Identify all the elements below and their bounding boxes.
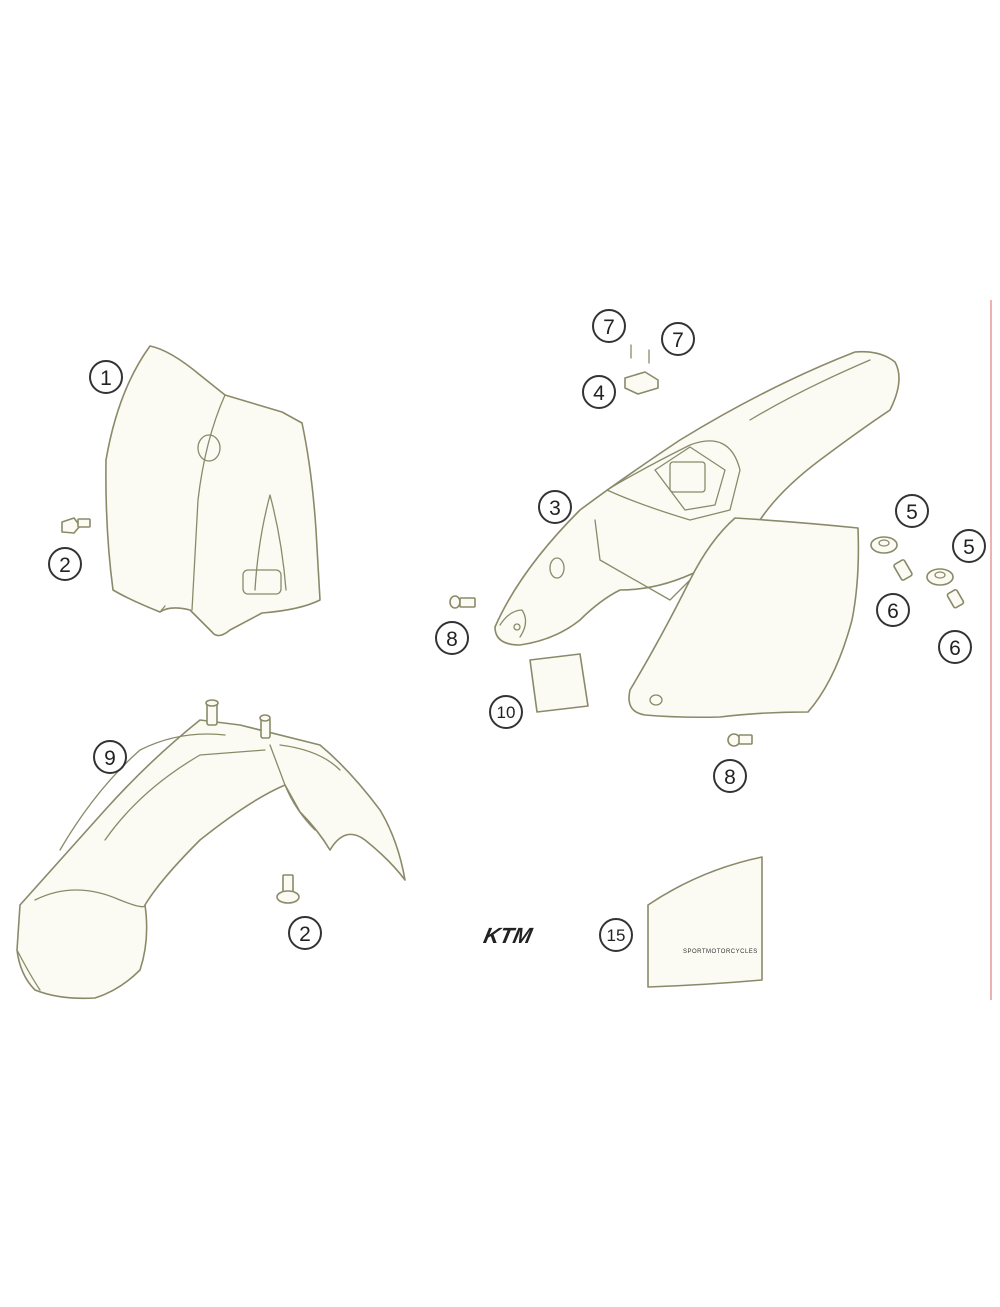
callout-5a: 5 [895,494,929,528]
callout-3-label: 3 [549,497,561,520]
part-8-bolt-b [727,733,753,747]
callout-2b-label: 2 [299,923,311,946]
callout-6a: 6 [876,593,910,627]
callout-7b-label: 7 [672,329,684,352]
callout-15-label: 15 [607,926,626,945]
part-2-screw-top [61,517,91,534]
part-8-bolt-a [449,595,476,609]
callout-2b: 2 [288,916,322,950]
part-5-washer-a [870,536,898,554]
callout-2a-label: 2 [59,554,71,577]
callout-10-label: 10 [497,703,516,722]
callout-1-label: 1 [100,367,112,390]
part-7-screws [630,344,650,364]
part-9-front-fender [16,699,406,1000]
part-4-bracket [624,371,659,395]
part-15-ktm-decal: KTM SPORTMOTORCYCLES [482,856,763,988]
callout-2a: 2 [48,547,82,581]
part-2-screw-bottom [276,874,300,904]
callout-8b: 8 [713,759,747,793]
callout-3: 3 [538,490,572,524]
part-1-number-plate [105,345,321,637]
callout-5b-label: 5 [963,536,975,559]
part-6-bolt-b [946,589,965,609]
callout-5b: 5 [952,529,986,563]
callout-9-label: 9 [104,747,116,770]
callout-6b: 6 [938,630,972,664]
callout-4: 4 [582,375,616,409]
callout-7a-label: 7 [603,316,615,339]
part-5-washer-b [926,568,954,586]
callout-8a: 8 [435,621,469,655]
part-3-rear-fender [494,350,900,646]
callout-8a-label: 8 [446,628,458,651]
part-10-decal-sheet [529,653,589,713]
callout-9: 9 [93,740,127,774]
callout-7b: 7 [661,322,695,356]
part-6-bolt-a [893,559,913,581]
callout-4-label: 4 [593,382,605,405]
callout-15: 15 [599,918,633,952]
callout-1: 1 [89,360,123,394]
ktm-logo-text: KTM [482,923,535,948]
ktm-logo-tagline: SPORTMOTORCYCLES [683,949,758,955]
callout-8b-label: 8 [724,766,736,789]
callout-7a: 7 [592,309,626,343]
callout-6a-label: 6 [887,600,899,623]
callout-5a-label: 5 [906,501,918,524]
callout-6b-label: 6 [949,637,961,660]
side-panel [628,517,860,719]
callout-10: 10 [489,695,523,729]
